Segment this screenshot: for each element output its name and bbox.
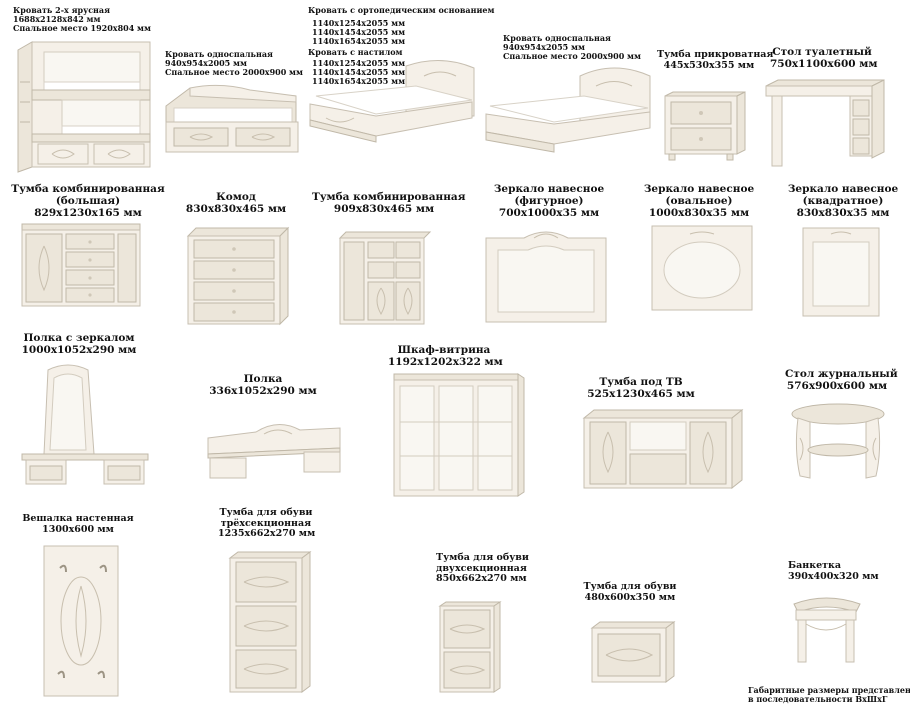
mirror-figured-image [484, 228, 608, 324]
nightstand-image [664, 91, 746, 161]
coffee-table-image [790, 402, 886, 488]
caption-mirror-square: Зеркало навесное(квадратное)830x830x35 м… [787, 183, 899, 219]
ortho-bed-image [306, 56, 478, 143]
showcase-image [393, 373, 525, 500]
combo-big-image [21, 223, 141, 310]
bunk-bed-image [12, 41, 157, 173]
shoe-cabinet-2-image [438, 601, 502, 696]
mirror-oval-image [651, 225, 753, 311]
caption-mirror-oval: Зеркало навесное(овальное)1000x830x35 мм [643, 183, 755, 219]
shelf-image [206, 418, 342, 480]
chest-image [186, 226, 290, 328]
single-bed-2-image [484, 64, 656, 153]
hanger-image [43, 545, 119, 697]
single-bed-image [160, 82, 302, 158]
caption-mirror-figured: Зеркало навесное(фигурное)700x1000x35 мм [493, 183, 605, 219]
caption-ortho-bed: Кровать с ортопедическим основанием 1140… [308, 5, 495, 86]
combo-image [338, 231, 432, 328]
shelf-mirror-image [21, 362, 150, 488]
caption-combo-big: Тумба комбинированная(большая)829x1230x1… [11, 183, 165, 219]
shoe-cabinet-image [590, 621, 676, 686]
mirror-square-image [802, 227, 880, 317]
tv-stand-image [582, 408, 744, 494]
dressing-table-image [765, 79, 886, 168]
shoe-cabinet-3-image [228, 551, 312, 698]
bench-image [790, 596, 864, 666]
